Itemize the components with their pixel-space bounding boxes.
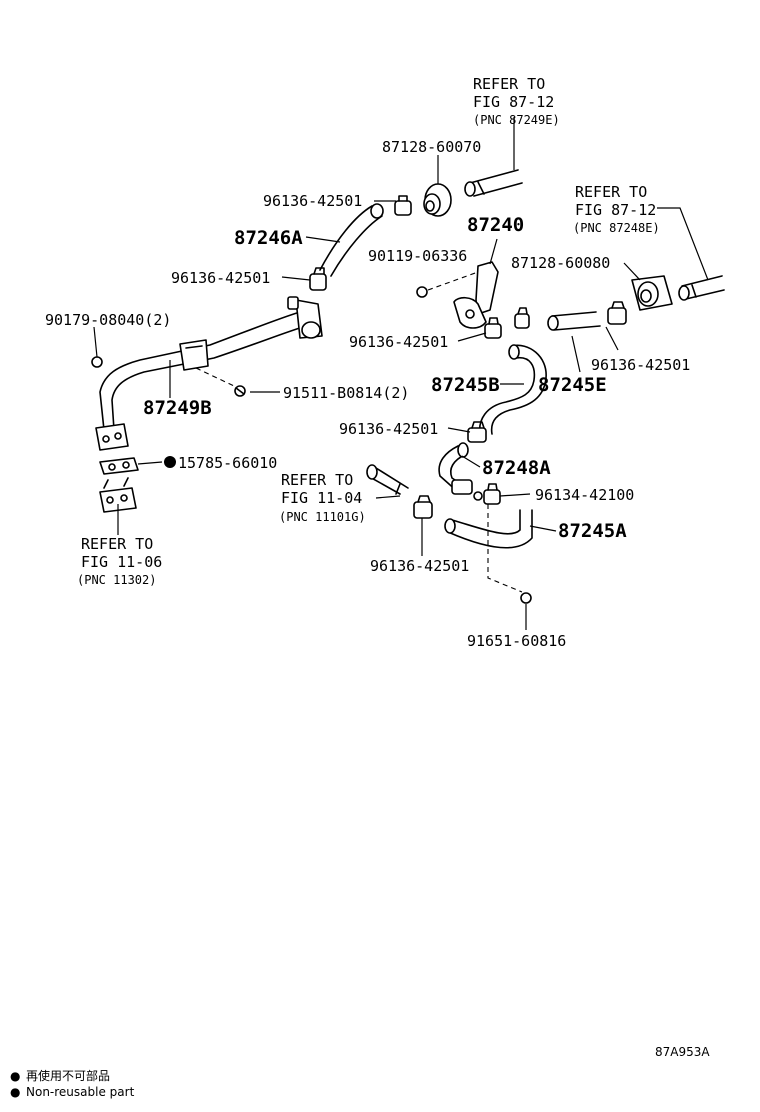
label-87246a: 87246A: [234, 227, 303, 249]
label-96136-42501-c: 96136-42501: [349, 333, 448, 351]
ref-11101g-line1: REFER TO: [281, 471, 353, 489]
pipe-87249e: [464, 169, 523, 197]
bolt-90119: [416, 271, 479, 298]
nut-90179: [91, 356, 103, 368]
label-87245e: 87245E: [538, 374, 607, 396]
clip-96136-b: [309, 267, 327, 291]
label-15785-66010: 15785-66010: [178, 454, 277, 472]
clip-96134: [473, 483, 501, 505]
bolt-91511: [195, 367, 246, 397]
bolt-91651: [487, 504, 532, 604]
label-96136-42501-e: 96136-42501: [339, 420, 438, 438]
ref-11302-line2: FIG 11-06: [81, 553, 162, 571]
pipe-11101g: [366, 464, 409, 495]
label-96136-42501-f: 96136-42501: [370, 557, 469, 575]
ref-87248e-line2: FIG 87-12: [575, 201, 656, 219]
legend-bullet-ja: ●: [10, 1069, 20, 1083]
clip-96136-c2: [514, 307, 530, 329]
label-96136-42501-d: 96136-42501: [591, 356, 690, 374]
clip-96136-c: [484, 317, 502, 339]
hose-87245b: [478, 344, 547, 435]
ref-11302-line3: (PNC 11302): [77, 573, 156, 587]
grommet-87128-60070: [423, 183, 452, 217]
ref-11101g-line3: (PNC 11101G): [279, 510, 366, 524]
bracket-87240: [453, 261, 499, 329]
gasket-15785: [99, 457, 139, 475]
label-90119-06336: 90119-06336: [368, 247, 467, 265]
label-87245a: 87245A: [558, 520, 627, 542]
label-87245b: 87245B: [431, 374, 500, 396]
non-reusable-marker: [164, 456, 176, 468]
label-91511-b0814: 91511-B0814(2): [283, 384, 409, 402]
flange-11302: [99, 477, 137, 513]
label-96136-42501-b: 96136-42501: [171, 269, 270, 287]
ref-87249e-line2: FIG 87-12: [473, 93, 554, 111]
label-87248a: 87248A: [482, 457, 551, 479]
hose-87245e: [547, 311, 601, 331]
clip-96136-e: [467, 421, 487, 443]
clip-96136-a: [394, 195, 412, 216]
leader-lines: [93, 117, 709, 630]
grommet-87128-60080: [631, 275, 673, 311]
pipe-87249b: [95, 296, 323, 451]
label-87249b: 87249B: [143, 397, 212, 419]
label-96134-42100: 96134-42100: [535, 486, 634, 504]
legend-text-en: Non-reusable part: [26, 1085, 135, 1099]
ref-11101g-line2: FIG 11-04: [281, 489, 362, 507]
label-91651-60816: 91651-60816: [467, 632, 566, 650]
pipe-87248e: [678, 275, 725, 301]
hose-87246a: [319, 203, 384, 277]
label-87128-60080: 87128-60080: [511, 254, 610, 272]
ref-87248e-line1: REFER TO: [575, 183, 647, 201]
clip-96136-f: [413, 495, 433, 519]
clip-96136-d: [607, 301, 627, 325]
ref-11302-line1: REFER TO: [81, 535, 153, 553]
legend-text-ja: 再使用不可部品: [26, 1068, 110, 1083]
pipe-87248a: [438, 442, 473, 495]
ref-87249e-line3: (PNC 87249E): [473, 113, 560, 127]
label-87128-60070: 87128-60070: [382, 138, 481, 156]
ref-87249e-line1: REFER TO: [473, 75, 545, 93]
label-87240: 87240: [467, 214, 524, 236]
diagram-code: 87A953A: [655, 1045, 710, 1059]
legend-item-en: ● Non-reusable part: [10, 1085, 135, 1099]
legend-bullet-en: ●: [10, 1085, 20, 1099]
label-96136-42501-a: 96136-42501: [263, 192, 362, 210]
hose-87245a: [444, 509, 533, 549]
ref-87248e-line3: (PNC 87248E): [573, 221, 660, 235]
legend-item-ja: ● 再使用不可部品: [10, 1068, 110, 1083]
label-90179-08040: 90179-08040(2): [45, 311, 171, 329]
